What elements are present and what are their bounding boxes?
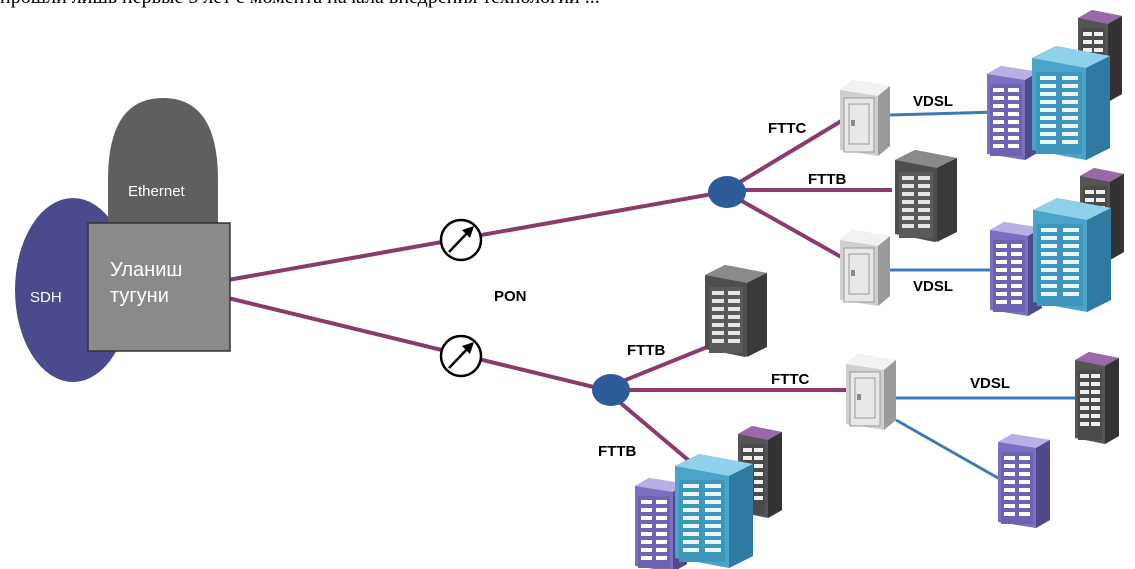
top-text-fragment: прошли лишь первые 5 лет с момента начал…	[0, 0, 1135, 10]
access-node-box	[87, 222, 231, 352]
access-node-label-line1: Уланиш	[110, 259, 182, 281]
building-fttb-top	[895, 150, 957, 242]
fiber-link-fttc-top	[733, 118, 845, 187]
building-top1-purple	[987, 66, 1039, 160]
ethernet-label: Ethernet	[128, 183, 186, 200]
gauge-icon-top	[439, 218, 483, 262]
copper-links	[889, 110, 1080, 484]
street-cabinet-top1	[839, 79, 891, 157]
fiber-link-fttc-top2	[739, 198, 844, 260]
building-top1-teal	[1032, 46, 1110, 160]
building-bottom-teal	[675, 454, 753, 568]
building-bottom-right-purple	[998, 434, 1050, 528]
fttc-label-top: FTTC	[768, 120, 806, 137]
vdsl-label-top1: VDSL	[913, 93, 953, 110]
fiber-link-bottom-trunk	[227, 296, 607, 392]
fttb-label-top: FTTB	[808, 171, 846, 188]
access-node-label-line2: тугуни	[110, 285, 169, 307]
street-cabinet-top2	[839, 229, 891, 307]
fttb-label-bottom2: FTTB	[598, 443, 636, 460]
vdsl-label-top2: VDSL	[913, 278, 953, 295]
splitter-bottom	[592, 374, 630, 406]
building-bottom-right-dark	[1075, 352, 1119, 444]
splitter-top	[708, 176, 746, 208]
vdsl-link-bottom2	[895, 418, 1006, 484]
fttc-label-bottom: FTTC	[771, 371, 809, 388]
vdsl-link-top1	[889, 110, 999, 117]
vdsl-label-bottom: VDSL	[970, 375, 1010, 392]
sdh-label: SDH	[30, 289, 62, 306]
pon-label: PON	[494, 288, 527, 305]
gauge-icon-bottom	[439, 334, 483, 378]
fiber-links	[227, 118, 892, 472]
fttb-label-bottom1: FTTB	[627, 342, 665, 359]
building-fttb-bottom1	[705, 265, 767, 357]
street-cabinet-bottom	[845, 353, 897, 431]
building-top2-teal	[1033, 198, 1111, 312]
fiber-link-fttb-bottom2	[615, 398, 702, 472]
ethernet-dome	[108, 98, 218, 230]
